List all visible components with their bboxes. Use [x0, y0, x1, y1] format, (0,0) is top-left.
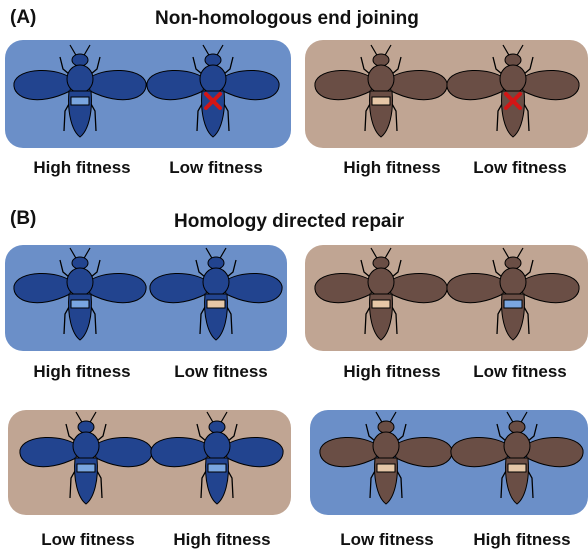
fly-thorax: [368, 268, 394, 296]
left-wing: [147, 70, 205, 99]
right-wing: [221, 70, 279, 99]
right-wing: [88, 273, 146, 302]
marker-gene-box: [372, 97, 390, 105]
left-wing: [451, 437, 509, 466]
right-wing: [389, 273, 447, 302]
right-wing: [94, 437, 152, 466]
fly-figure: [18, 405, 154, 515]
right-wing: [525, 437, 583, 466]
fly-figure: [313, 38, 449, 148]
fly-figure: [449, 405, 585, 515]
fitness-label: High fitness: [33, 362, 130, 382]
marker-gene-box: [504, 300, 522, 308]
fly-head: [72, 257, 88, 269]
fly-thorax: [203, 268, 229, 296]
fly-thorax: [73, 432, 99, 460]
fly-thorax: [67, 268, 93, 296]
left-wing: [320, 437, 378, 466]
marker-gene-box: [207, 300, 225, 308]
left-wing: [14, 273, 72, 302]
right-wing: [521, 70, 579, 99]
marker-gene-box: [208, 464, 226, 472]
marker-gene-box: [377, 464, 395, 472]
fly-thorax: [368, 65, 394, 93]
section-a-letter: (A): [10, 7, 36, 29]
left-wing: [150, 273, 208, 302]
fitness-label: Low fitness: [169, 158, 263, 178]
section-b-letter: (B): [10, 208, 36, 230]
fly-thorax: [500, 268, 526, 296]
fly-figure: [318, 405, 454, 515]
fly-figure: [445, 38, 581, 148]
fly-head: [378, 421, 394, 433]
section-a-title: Non-homologous end joining: [155, 8, 419, 30]
fly-head: [505, 54, 521, 66]
fly-thorax: [373, 432, 399, 460]
marker-gene-box: [71, 97, 89, 105]
right-wing: [224, 273, 282, 302]
fitness-label: Low fitness: [473, 362, 567, 382]
marker-gene-box: [508, 464, 526, 472]
fitness-label: High fitness: [473, 530, 570, 550]
marker-gene-box: [372, 300, 390, 308]
fitness-label: Low fitness: [41, 530, 135, 550]
right-wing: [225, 437, 283, 466]
left-wing: [447, 273, 505, 302]
fly-figure: [148, 241, 284, 351]
fitness-label: High fitness: [173, 530, 270, 550]
fly-figure: [445, 241, 581, 351]
fly-thorax: [500, 65, 526, 93]
fly-abdomen: [502, 91, 525, 137]
left-wing: [151, 437, 209, 466]
right-wing: [88, 70, 146, 99]
fitness-label: High fitness: [343, 362, 440, 382]
marker-gene-box: [71, 300, 89, 308]
fly-abdomen: [202, 91, 225, 137]
left-wing: [447, 70, 505, 99]
fly-thorax: [67, 65, 93, 93]
marker-gene-box: [77, 464, 95, 472]
fly-figure: [149, 405, 285, 515]
fly-figure: [12, 38, 148, 148]
fitness-label: High fitness: [33, 158, 130, 178]
right-wing: [394, 437, 452, 466]
left-wing: [315, 70, 373, 99]
fitness-label: Low fitness: [473, 158, 567, 178]
fly-figure: [12, 241, 148, 351]
fly-head: [373, 257, 389, 269]
left-wing: [315, 273, 373, 302]
fly-head: [78, 421, 94, 433]
fitness-label: Low fitness: [174, 362, 268, 382]
fly-head: [509, 421, 525, 433]
section-b-title: Homology directed repair: [174, 211, 404, 233]
fly-head: [72, 54, 88, 66]
left-wing: [14, 70, 72, 99]
fly-thorax: [504, 432, 530, 460]
fly-head: [205, 54, 221, 66]
fitness-label: Low fitness: [340, 530, 434, 550]
right-wing: [389, 70, 447, 99]
fly-thorax: [204, 432, 230, 460]
fly-head: [505, 257, 521, 269]
fly-head: [208, 257, 224, 269]
left-wing: [20, 437, 78, 466]
fly-thorax: [200, 65, 226, 93]
fitness-label: High fitness: [343, 158, 440, 178]
fly-head: [373, 54, 389, 66]
fly-figure: [313, 241, 449, 351]
fly-figure: [145, 38, 281, 148]
fly-head: [209, 421, 225, 433]
right-wing: [521, 273, 579, 302]
